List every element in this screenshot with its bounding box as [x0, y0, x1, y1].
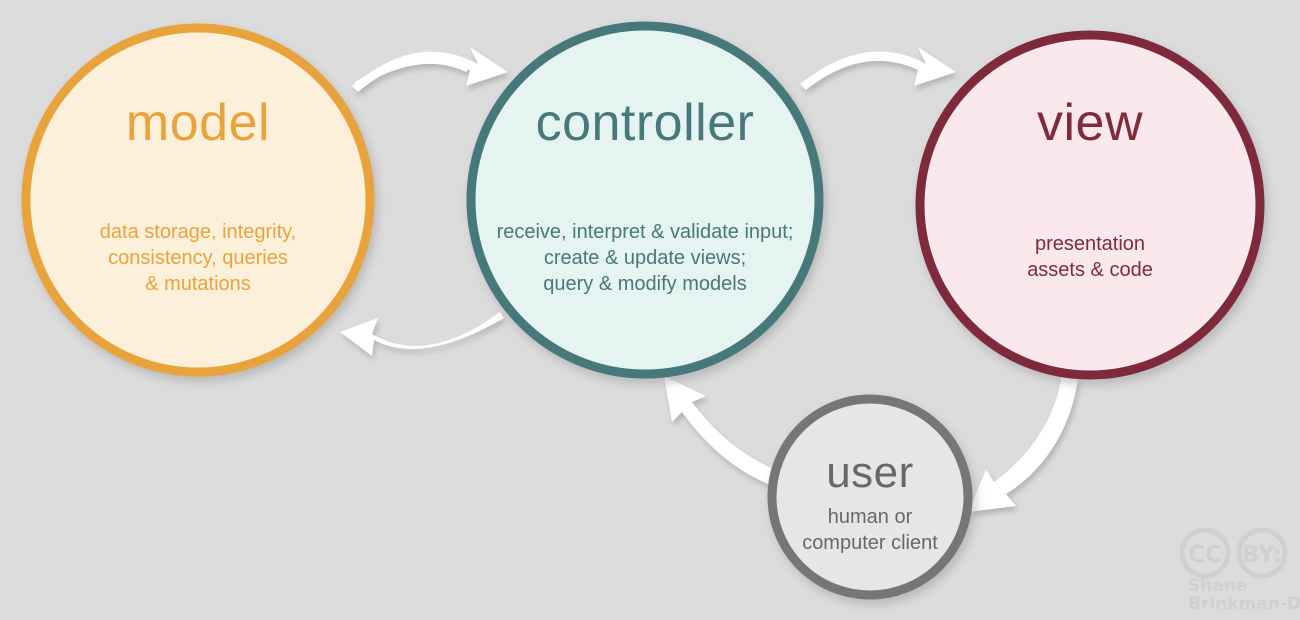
arrow-controller-to-view — [800, 47, 956, 90]
controller-circle[interactable] — [466, 21, 824, 379]
controller-desc-line-2: create & update views; — [544, 247, 746, 269]
arrow-head — [968, 374, 1078, 512]
cc-badge-label: CC — [1188, 542, 1222, 568]
by-badge-circle — [1236, 527, 1288, 579]
view-desc-line-2: assets & code — [1027, 259, 1153, 281]
user-circle[interactable] — [767, 394, 973, 600]
model-desc-line-1: data storage, integrity, — [100, 221, 296, 243]
node-view[interactable]: view presentation assets & code — [915, 30, 1265, 380]
cc-badge-circle — [1179, 527, 1231, 579]
arrow-model-to-controller — [352, 47, 508, 92]
arrow-shaft — [355, 56, 470, 88]
controller-desc-line-1: receive, interpret & validate input; — [497, 221, 794, 243]
node-user[interactable]: user human or computer client — [767, 394, 973, 600]
arrow-user-to-controller — [664, 376, 792, 492]
arrow-head — [340, 312, 504, 356]
user-desc-line-1: human or — [828, 506, 913, 528]
arrow-controller-to-model — [340, 312, 504, 356]
attribution-block: CC BY: Shane Brinkman-Davis — [1179, 527, 1300, 614]
model-desc-line-2: consistency, queries — [108, 247, 288, 269]
author-name-line-2: Brinkman-Davis — [1188, 594, 1300, 614]
author-name-line-1: Shane — [1188, 576, 1247, 596]
by-badge-label: BY: — [1242, 542, 1282, 568]
model-title: model — [126, 94, 270, 152]
user-desc-line-2: computer client — [802, 532, 938, 554]
controller-title: controller — [536, 94, 755, 152]
arrow-head — [800, 47, 956, 90]
node-model[interactable]: model data storage, integrity, consisten… — [21, 23, 375, 377]
view-circle[interactable] — [915, 30, 1265, 380]
by-license-icon[interactable]: BY: — [1236, 527, 1288, 579]
controller-desc-line-3: query & modify models — [543, 273, 746, 295]
arrow-head — [664, 376, 792, 492]
model-circle[interactable] — [21, 23, 375, 377]
arrow-view-to-user — [968, 374, 1078, 512]
arrow-head — [352, 47, 508, 92]
view-desc-line-1: presentation — [1035, 233, 1145, 255]
view-title: view — [1037, 94, 1143, 152]
node-controller[interactable]: controller receive, interpret & validate… — [466, 21, 824, 379]
cc-license-icon[interactable]: CC — [1179, 527, 1231, 579]
model-desc-line-3: & mutations — [145, 273, 251, 295]
user-title: user — [826, 448, 914, 497]
